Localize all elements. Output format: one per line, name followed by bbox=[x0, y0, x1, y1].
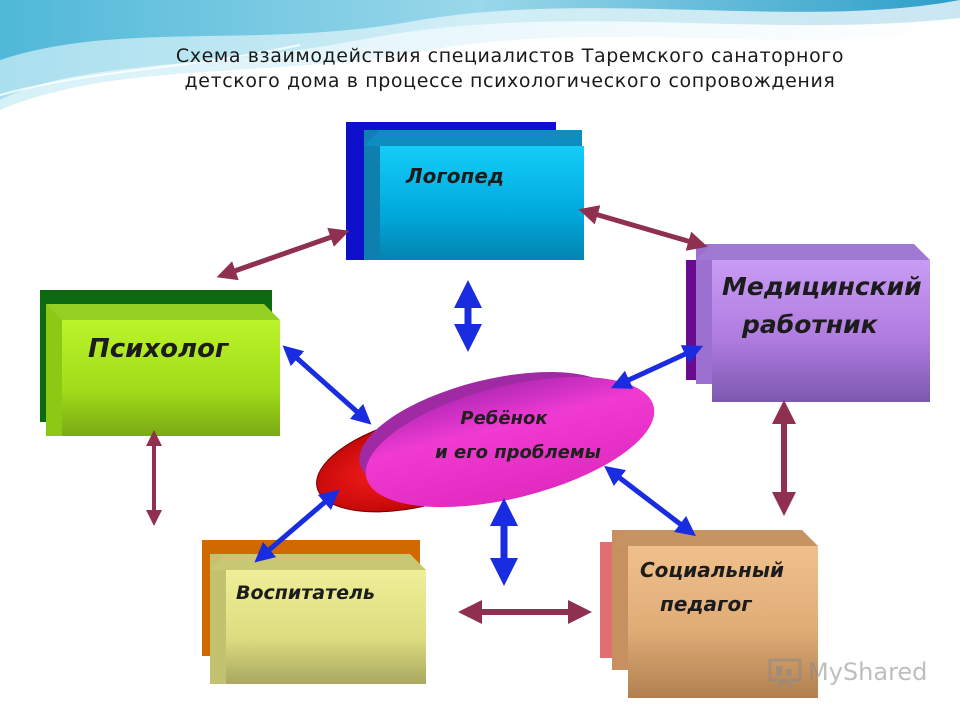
arrow-logoped-medic bbox=[578, 205, 708, 251]
title-line-1: Схема взаимодействия специалистов Таремс… bbox=[175, 45, 845, 67]
node-logoped-label: Логопед bbox=[406, 164, 505, 188]
node-medic-label-line1: Медицинский bbox=[722, 272, 922, 301]
arrow-medic-center bbox=[610, 345, 704, 389]
node-socped-label-line2: педагог bbox=[660, 592, 752, 616]
presentation-icon bbox=[768, 658, 802, 688]
arrow-logoped-psiholog bbox=[216, 227, 350, 281]
title-line-2: детского дома в процессе психологическог… bbox=[184, 70, 836, 92]
arrow-socped-center bbox=[604, 465, 696, 537]
node-vospitatel-label: Воспитатель bbox=[236, 582, 375, 604]
node-socped-label-line1: Социальный bbox=[640, 558, 784, 582]
diagram-title: Схема взаимодействия специалистов Таремс… bbox=[100, 44, 920, 94]
watermark: MyShared bbox=[768, 656, 927, 688]
node-center: Ребёнок и его проблемы bbox=[316, 372, 655, 513]
arrow-vospitatel-center bbox=[254, 489, 340, 563]
node-psiholog-label: Психолог bbox=[88, 334, 229, 364]
node-center-label-line1: Ребёнок bbox=[460, 408, 548, 429]
node-center-front bbox=[365, 376, 655, 508]
node-medic-label-line2: работник bbox=[742, 310, 878, 339]
arrow-psiholog-center bbox=[282, 345, 372, 425]
node-center-label-line2: и его проблемы bbox=[435, 442, 601, 463]
watermark-text: MyShared bbox=[808, 658, 928, 686]
